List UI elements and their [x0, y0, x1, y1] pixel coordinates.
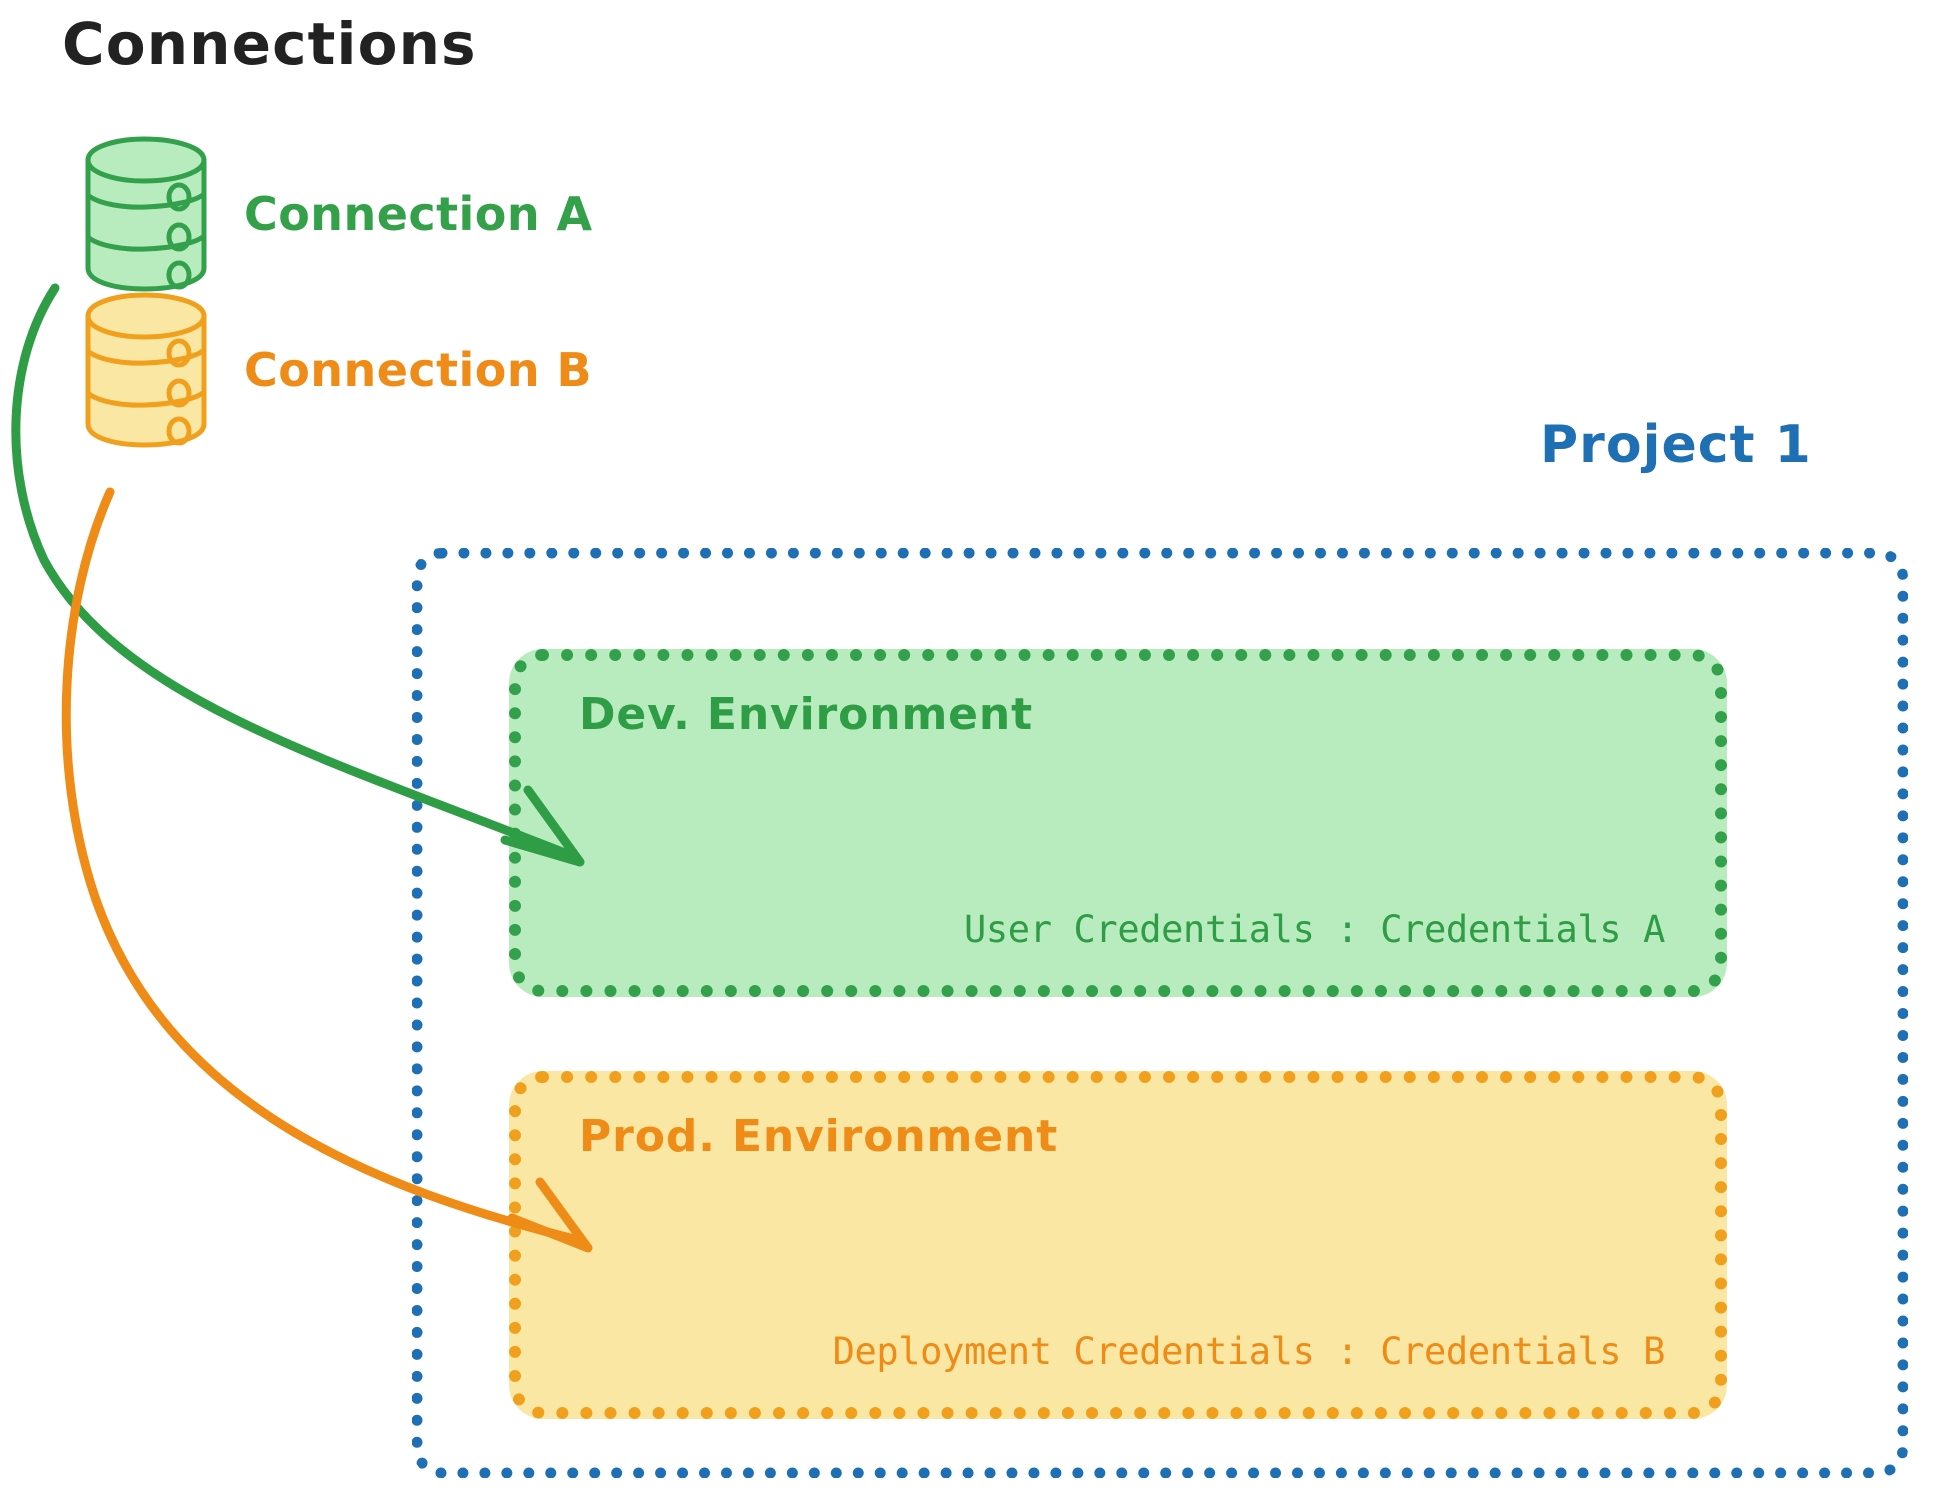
database-cylinder-icon: [85, 136, 207, 292]
connection-b-label: Connection B: [244, 343, 593, 397]
prod-environment-title: Prod. Environment: [579, 1111, 1059, 1162]
database-cylinder-icon: [85, 292, 207, 448]
connection-item-b[interactable]: Connection B: [78, 290, 592, 450]
project-container: Dev. Environment User Credentials : Cred…: [412, 548, 1908, 1478]
dev-environment-title: Dev. Environment: [579, 689, 1034, 740]
prod-environment-box[interactable]: Prod. Environment Deployment Credentials…: [509, 1071, 1727, 1419]
prod-environment-credentials: Deployment Credentials : Credentials B: [832, 1330, 1666, 1373]
dev-environment-credentials: User Credentials : Credentials A: [964, 908, 1665, 951]
dev-environment-box[interactable]: Dev. Environment User Credentials : Cred…: [509, 649, 1727, 997]
connection-a-label: Connection A: [244, 187, 593, 241]
connection-item-a[interactable]: Connection A: [78, 134, 593, 294]
page-title: Connections: [62, 10, 477, 78]
project-label: Project 1: [1540, 415, 1812, 475]
